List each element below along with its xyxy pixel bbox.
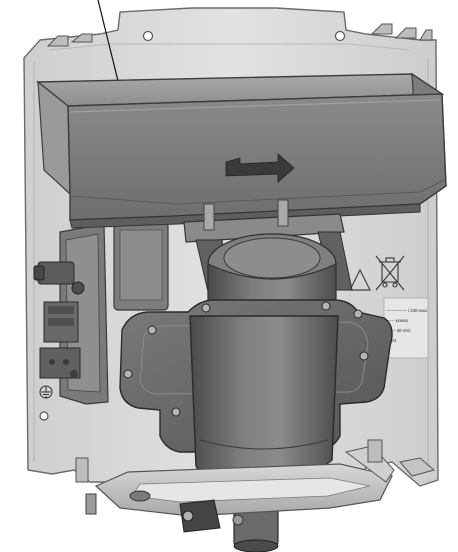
terminal-block (33, 223, 109, 405)
top-clips (46, 23, 433, 47)
rating-line-1: --------------- / 240-xxxx (386, 308, 428, 313)
corner-tab (399, 457, 436, 477)
weee-bin-icon (375, 255, 405, 291)
bottom-bracket (75, 439, 395, 533)
top-cover (36, 72, 447, 229)
mounting-holes (39, 30, 346, 421)
direction-arrow-icon (225, 153, 295, 183)
earth-symbol-icon (39, 385, 53, 399)
rating-line-3: ------- 40 VAC (386, 328, 411, 333)
relay-module (113, 221, 169, 311)
rating-line-2: ------ xxxxxx (386, 318, 409, 323)
warning-triangle-icon (349, 268, 371, 291)
